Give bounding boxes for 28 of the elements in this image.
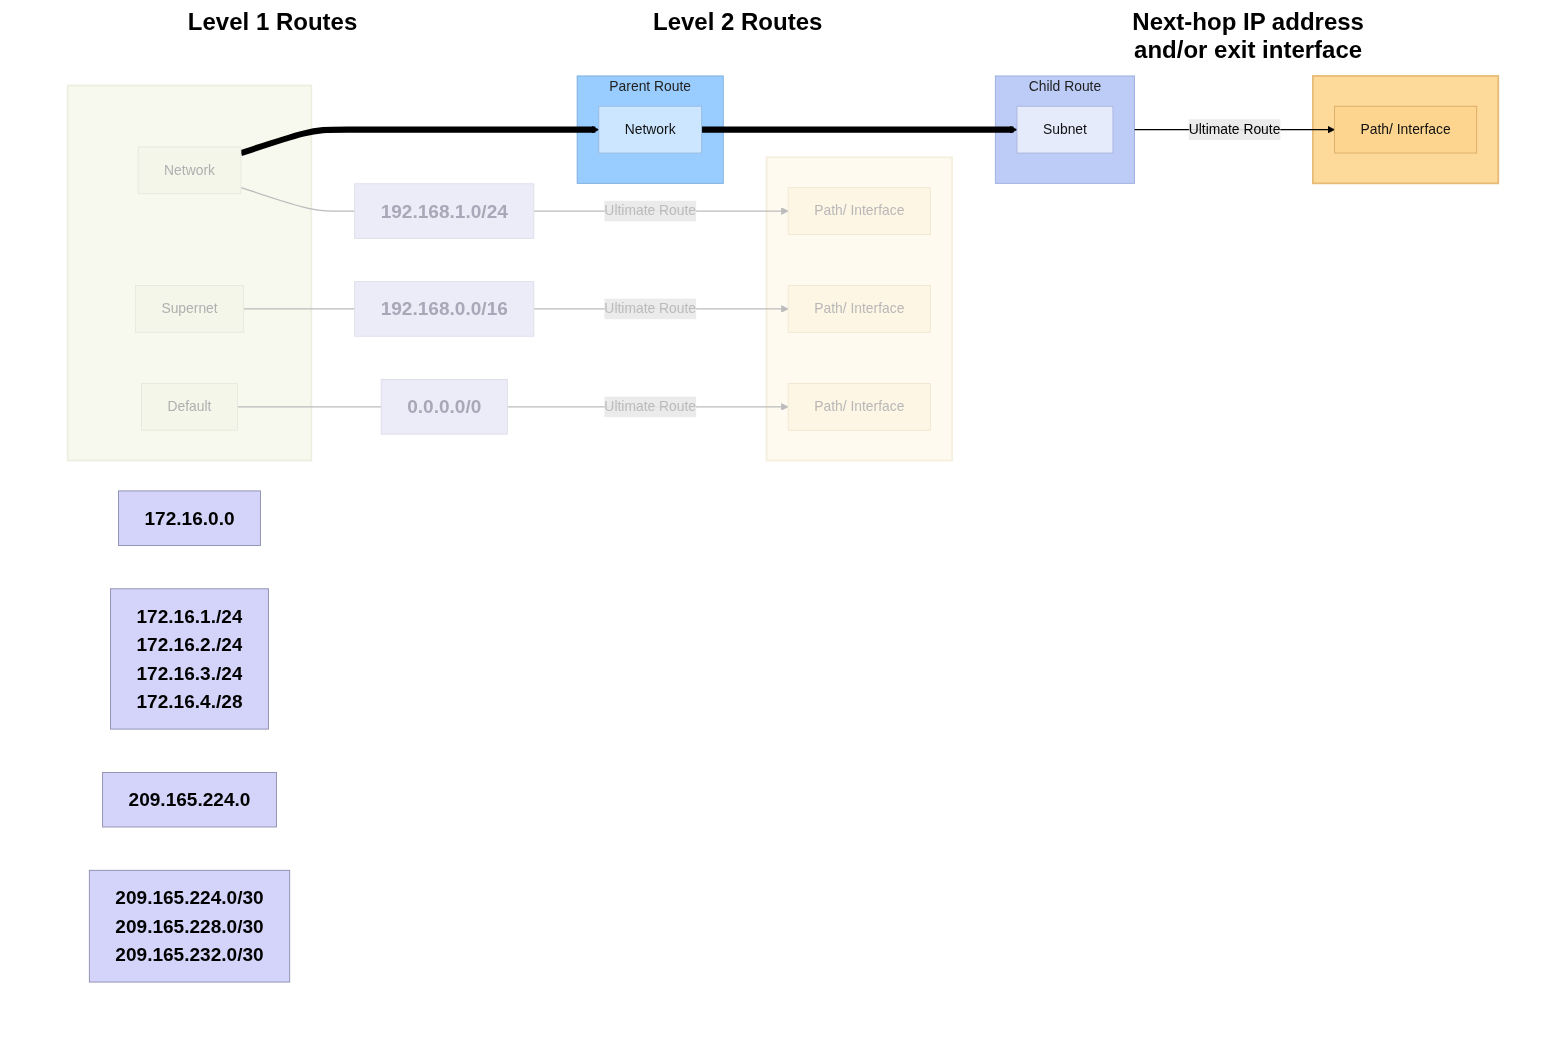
cluster [1312,75,1500,185]
node-box: Network [598,105,703,154]
connector [243,308,356,310]
node-box: 209.165.224.0 [102,772,277,828]
node-box: Supernet [134,285,245,333]
column-heading: Level 1 Routes [187,8,358,37]
cluster [66,84,313,462]
node-box: 192.168.0.0/16 [354,281,535,337]
column-heading: Next-hop IP address and/or exit interface [1131,8,1365,64]
edge-label: Ultimate Route [1188,121,1281,137]
arrow [239,125,600,157]
node-box: Path/ Interface [1334,105,1478,154]
node-box: 172.16.0.0 [118,490,261,546]
node-box: Path/ Interface [787,285,931,333]
node-box: Network [137,146,242,195]
node-box: Subnet [1016,105,1114,154]
node-box: 172.16.1./24 172.16.2./24 172.16.3./24 172.16.4./28 [110,588,269,730]
node-box: 209.165.224.0/30 209.165.228.0/30 209.165.232.0/30 [88,869,291,983]
cluster [765,156,953,462]
node-box: Default [141,383,238,431]
node-box: 0.0.0.0/0 [380,379,508,435]
node-box: Path/ Interface [787,383,931,431]
node-box: 192.168.1.0/24 [354,183,535,239]
connector [240,186,356,212]
node-box: Path/ Interface [787,187,931,235]
column-heading: Level 2 Routes [653,8,823,37]
arrow [701,125,1018,134]
connector [236,406,382,408]
